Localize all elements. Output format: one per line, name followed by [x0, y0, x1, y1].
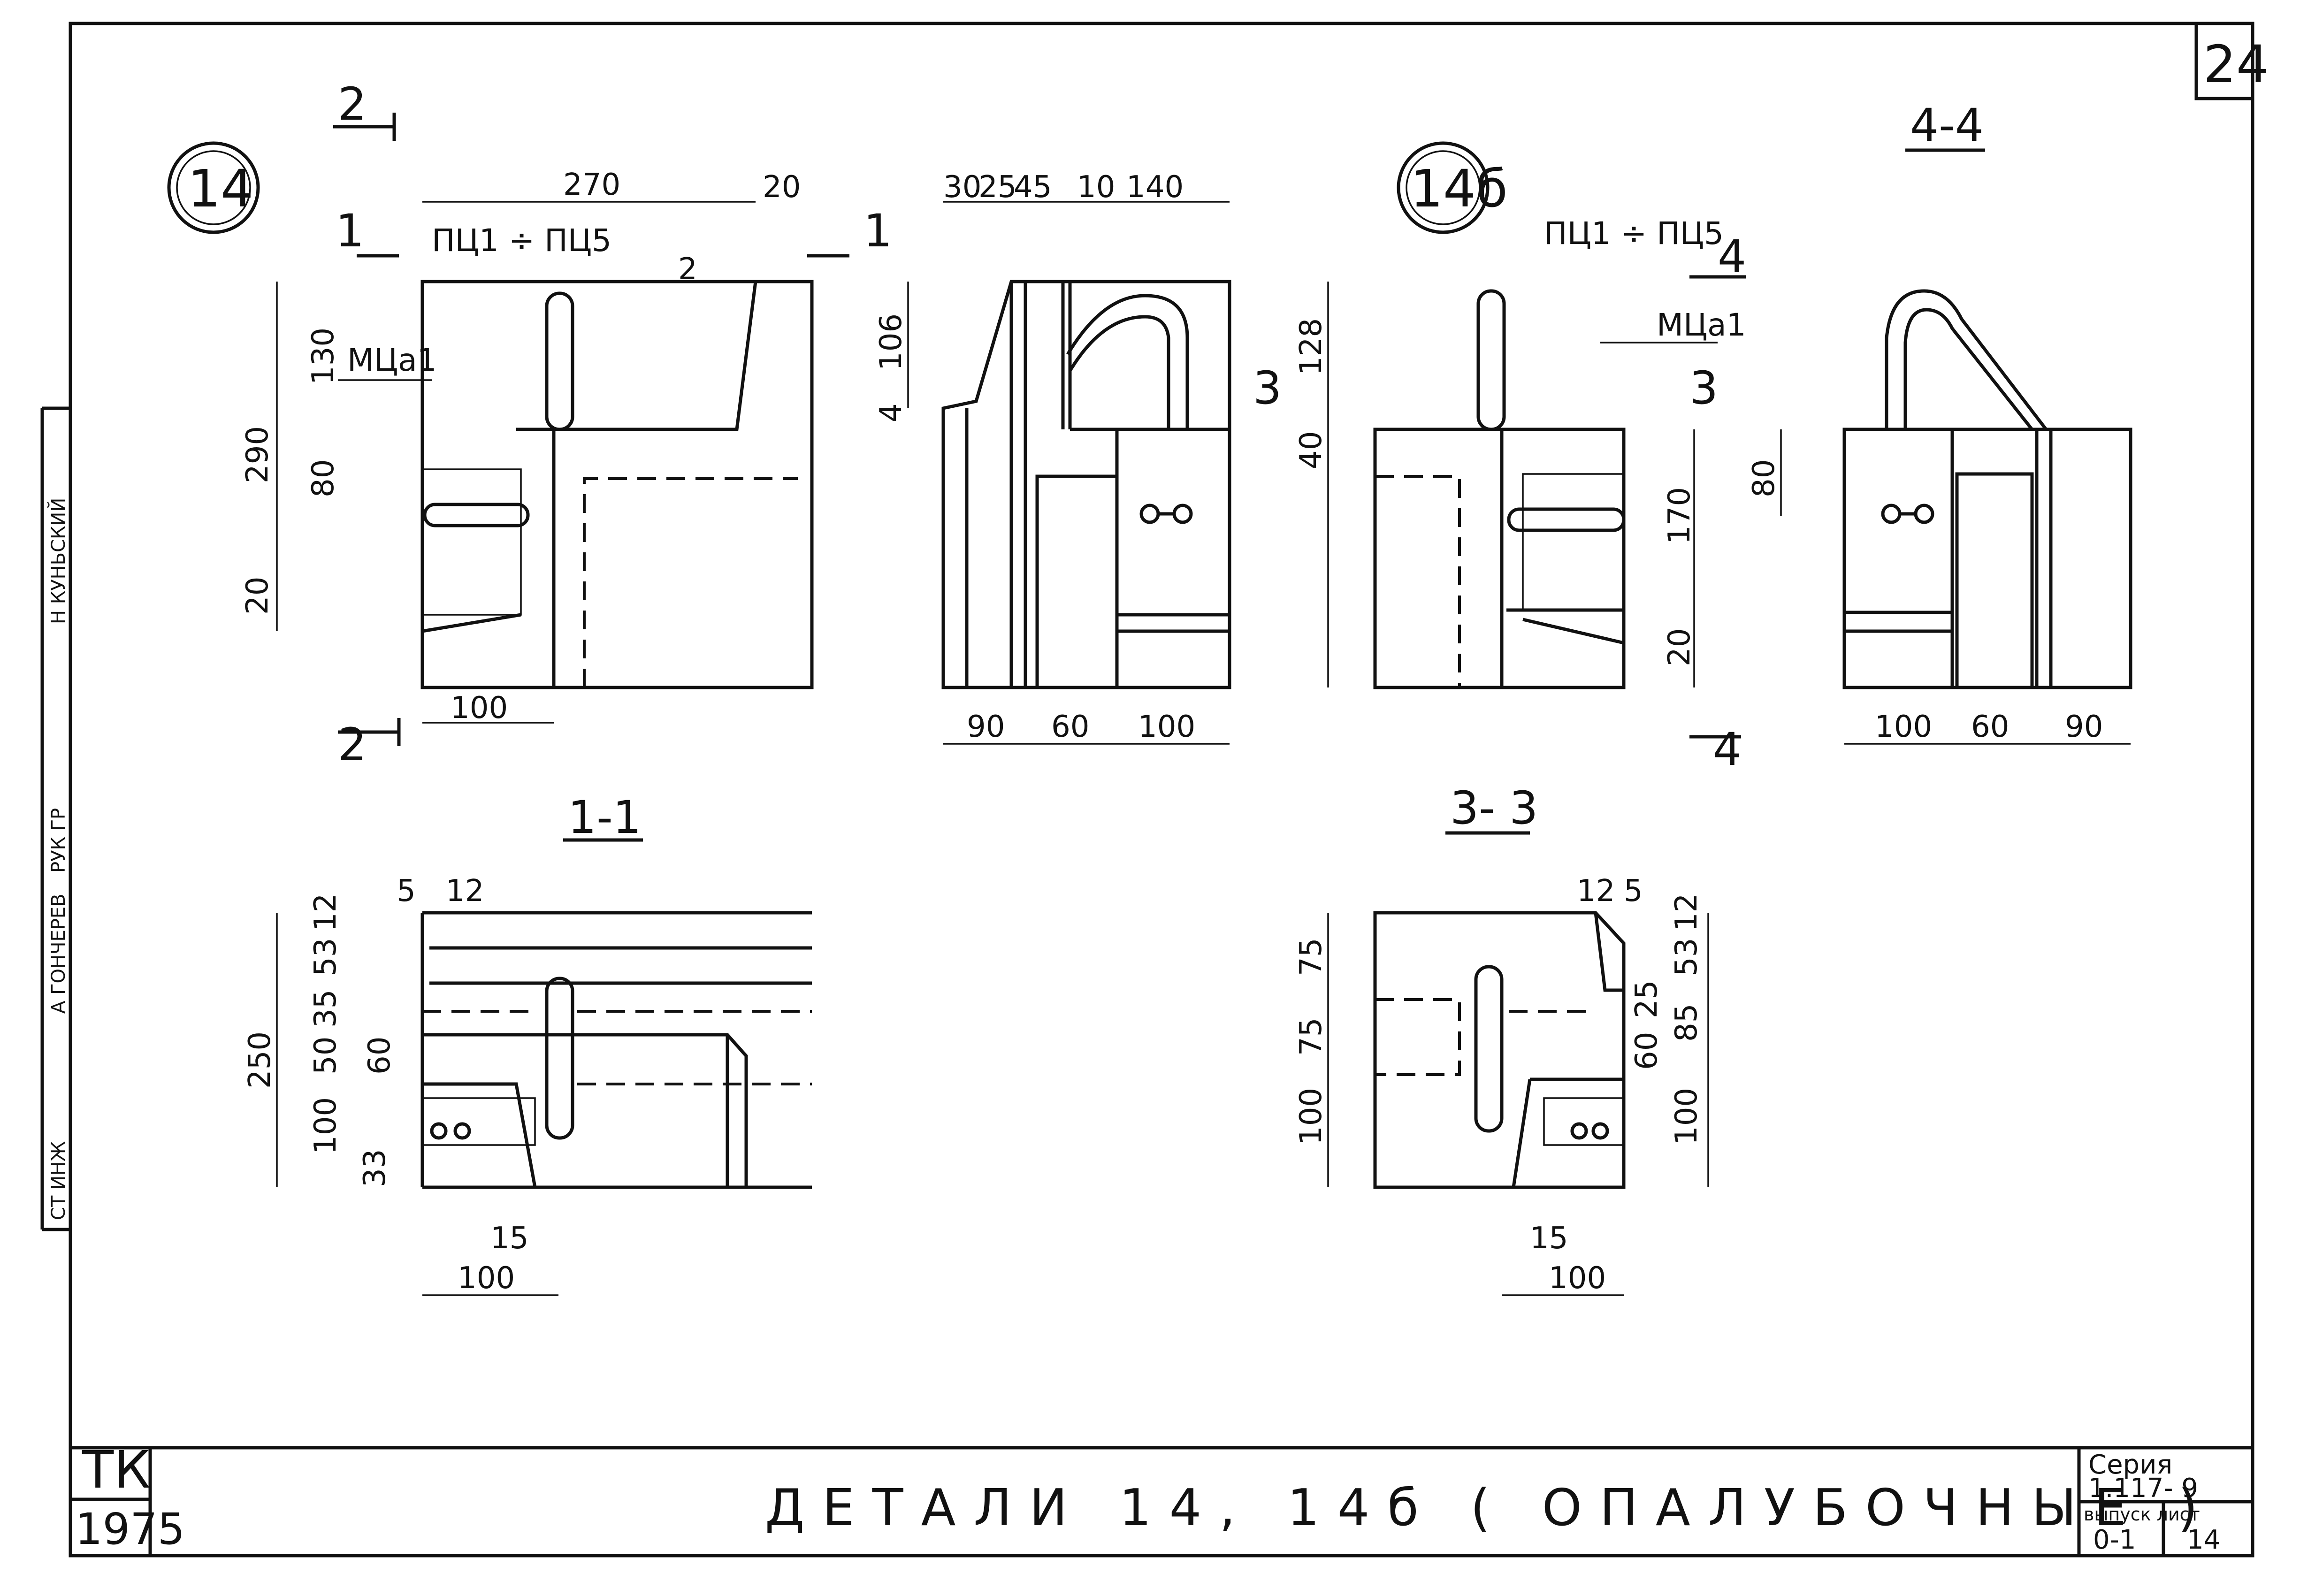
sec33-dim-100r: 100	[1669, 1088, 1704, 1145]
sec11-dim-53: 53	[308, 938, 343, 976]
series-label: Серия	[2088, 1450, 2172, 1480]
detail-14-side: 30 25 45 10 140 106 4 90 60 100	[874, 170, 1231, 745]
section-3-3: 3- 3 12 5 75 75 100 12 53 25 60 85 100 1…	[1294, 782, 1709, 1296]
dim-290: 290	[240, 426, 275, 483]
cut-4-top: 4	[1718, 230, 1746, 283]
sec44-dim-80: 80	[1747, 459, 1781, 497]
sec11-dim-5: 5	[397, 874, 416, 909]
dim-270: 270	[563, 168, 620, 202]
cut-3-right: 3	[1689, 362, 1718, 414]
sec33-dim-12-top: 12	[1577, 874, 1615, 909]
cut-3-left: 3	[1253, 362, 1282, 414]
sec33-dim-75a: 75	[1294, 938, 1329, 976]
dim-20-14b: 20	[1662, 628, 1697, 666]
side-stamp-1: СТ ИНЖ	[48, 1141, 69, 1220]
section-1-1: 1-1 5 12 250 12 53 35 50 100 33 60 15 10…	[243, 791, 812, 1296]
sec44-dim-60: 60	[1971, 710, 2009, 744]
dim-170: 170	[1662, 487, 1697, 544]
side-stamp-3: РУК ГР	[48, 808, 69, 873]
cut-1-right: 1	[863, 205, 892, 257]
side-dim-90: 90	[967, 710, 1005, 744]
issue-sheet-label: выпуск лист	[2084, 1504, 2200, 1525]
side-dim-140: 140	[1126, 170, 1184, 205]
sec33-dim-100: 100	[1294, 1088, 1329, 1145]
sec33-dim-5: 5	[1624, 874, 1643, 909]
detail-14b-marker-inner	[1406, 150, 1481, 225]
sec33-dim-85: 85	[1669, 1004, 1704, 1042]
side-dim-60: 60	[1051, 710, 1089, 744]
sec11-dim-250: 250	[243, 1031, 277, 1089]
side-stamp-4: Н КУНЬСКИЙ	[47, 498, 69, 624]
dim-40: 40	[1294, 431, 1329, 469]
side-dim-10: 10	[1077, 170, 1115, 205]
detail-14b-marker: 14б	[1410, 159, 1508, 219]
dim-20-left: 20	[240, 577, 275, 615]
issue: 0-1	[2093, 1525, 2136, 1555]
sec33-dim-100b: 100	[1549, 1261, 1606, 1296]
dim-100: 100	[451, 691, 508, 725]
detail-14-marker-inner	[176, 150, 251, 225]
label-pc-14b: ПЦ1 ÷ ПЦ5	[1544, 215, 1724, 252]
side-dim-25: 25	[978, 170, 1016, 205]
side-dim-4: 4	[874, 403, 909, 422]
side-dim-106: 106	[874, 313, 909, 371]
section-3-3-title: 3- 3	[1450, 782, 1538, 834]
frame	[40, 22, 2254, 1558]
cut-2-top: 2	[338, 78, 367, 130]
sec33-dim-12: 12	[1669, 893, 1704, 932]
sec11-dim-60: 60	[362, 1037, 397, 1075]
sec33-dim-60: 60	[1629, 1032, 1664, 1070]
detail-14b-marker-outer	[1397, 141, 1490, 234]
sec11-dim-15: 15	[490, 1221, 528, 1256]
page-number: 24	[2203, 34, 2269, 94]
sec11-dim-100: 100	[308, 1097, 343, 1154]
dim-130: 130	[306, 328, 341, 385]
section-4-4: 4-4 80 100 60 90	[1747, 99, 2132, 745]
sec44-dim-100: 100	[1875, 710, 1932, 744]
dim-80: 80	[306, 459, 341, 497]
cut-2-bottom: 2	[338, 718, 367, 771]
detail-14-marker-outer	[167, 141, 260, 234]
side-dim-45: 45	[1014, 170, 1052, 205]
sec11-dim-12: 12	[308, 893, 343, 932]
sec11-dim-33: 33	[358, 1149, 392, 1187]
dim-128: 128	[1294, 318, 1329, 375]
sec11-dim-12-top: 12	[446, 874, 484, 909]
side-stamp-2: А ГОНЧЕРЕВ	[48, 893, 69, 1014]
cut-4-bottom: 4	[1713, 723, 1742, 776]
detail-14-marker: 14	[188, 159, 253, 219]
org-code: ТК	[82, 1440, 150, 1500]
series: 1.117- 9	[2088, 1473, 2198, 1504]
sec33-dim-75b: 75	[1294, 1018, 1329, 1056]
detail-14b: 14б ПЦ1 ÷ ПЦ5 МЦа1 4 4 3 3 128 40 170 20	[1253, 141, 1746, 776]
label-pc-14: ПЦ1 ÷ ПЦ5	[432, 222, 611, 259]
sheet-number: 14	[2187, 1525, 2220, 1555]
section-1-1-title: 1-1	[568, 791, 642, 844]
label-mc-14b: МЦа1	[1657, 307, 1746, 343]
sec44-dim-90: 90	[2065, 710, 2103, 744]
sec11-dim-35: 35	[308, 990, 343, 1028]
side-dim-100: 100	[1138, 710, 1195, 744]
sec33-dim-15: 15	[1530, 1221, 1568, 1256]
cut-1-left: 1	[336, 205, 364, 257]
title-block: ТК 1975 ДЕТАЛИ 14, 14б ( ОПАЛУБОЧНЫЕ ) С…	[70, 1440, 2253, 1556]
side-dim-30: 30	[943, 170, 981, 205]
sheet-title: ДЕТАЛИ 14, 14б ( ОПАЛУБОЧНЫЕ )	[765, 1479, 2216, 1537]
sec11-dim-100b: 100	[458, 1261, 515, 1296]
dim-20-top: 20	[763, 170, 801, 205]
sec33-dim-53: 53	[1669, 938, 1704, 976]
dim-2: 2	[678, 252, 697, 287]
detail-14: 14 2 2 1 1 ПЦ1 ÷ ПЦ5 МЦа1 270 20 2 290 1…	[167, 78, 892, 771]
section-4-4-title: 4-4	[1910, 99, 1984, 152]
sec11-dim-50: 50	[308, 1037, 343, 1075]
year: 1975	[75, 1504, 185, 1554]
sec33-dim-25: 25	[1629, 980, 1664, 1018]
side-stamp: СТ ИНЖ А ГОНЧЕРЕВ РУК ГР Н КУНЬСКИЙ	[47, 498, 69, 1220]
